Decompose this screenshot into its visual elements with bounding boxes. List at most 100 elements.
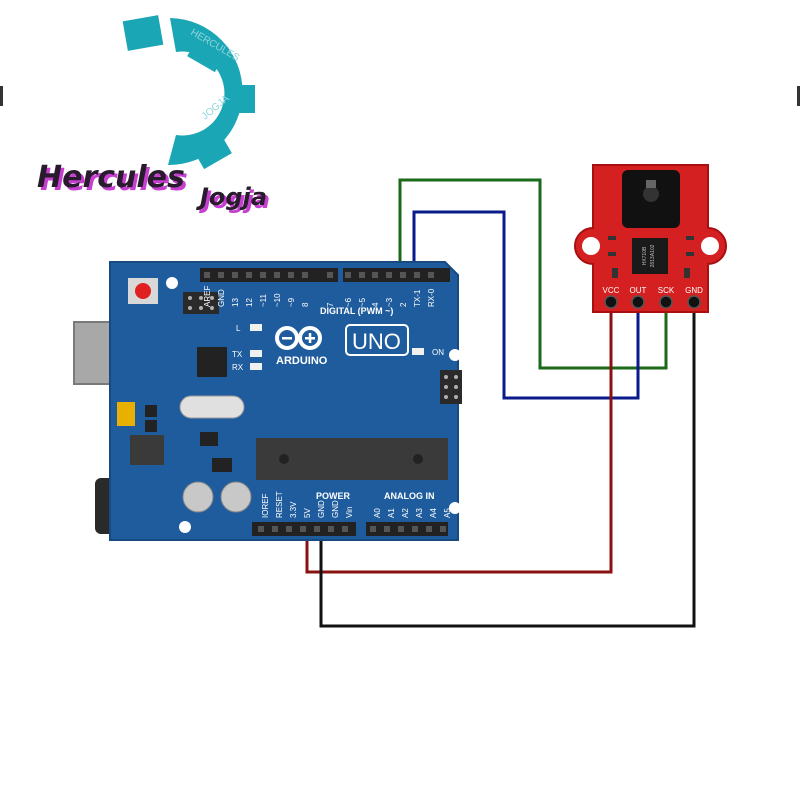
led-rx	[250, 363, 262, 370]
sensor-pin-gnd	[687, 295, 701, 309]
sensor-pin-label-gnd: GND	[685, 286, 703, 295]
top-pin-label: 12	[245, 298, 254, 307]
top-pin-label: ~11	[259, 293, 268, 307]
brand-label: ARDUINO	[276, 355, 328, 367]
pin-hole-analog	[384, 526, 390, 532]
power-pin-label: GND	[317, 500, 326, 518]
usb-chip	[197, 347, 227, 377]
top-pin-label: AREF	[203, 286, 212, 307]
pin-hole-power	[300, 526, 306, 532]
pin-hole-power	[314, 526, 320, 532]
pin-hole-top	[288, 272, 294, 278]
top-pin-label: TX-1	[413, 289, 422, 307]
pin-hole-top	[274, 272, 280, 278]
top-pin-label: RX-0	[427, 288, 436, 307]
pin-hole-power	[342, 526, 348, 532]
sensor-pin-label-out: OUT	[630, 286, 647, 295]
chip-text-2: 2813A102	[650, 244, 656, 267]
sensor-pin-sck	[659, 295, 673, 309]
led-l	[250, 324, 262, 331]
led-on	[412, 348, 424, 355]
arduino-logo-icon	[275, 326, 322, 350]
sensor-pin-out	[631, 295, 645, 309]
gear-icon: HERCULES JOGJA	[122, 15, 255, 170]
pin-hole-analog	[426, 526, 432, 532]
pin-hole-power	[286, 526, 292, 532]
top-pin-label: ~6	[344, 297, 353, 307]
pin-hole-power	[272, 526, 278, 532]
analog-pin-label: A3	[415, 508, 424, 518]
pin-hole-top	[327, 272, 333, 278]
analog-pin-label: A1	[387, 508, 396, 518]
top-pin-label: 2	[399, 302, 408, 307]
led-tx-label: TX	[232, 350, 243, 359]
top-pin-label: ~10	[273, 293, 282, 307]
pin-hole-top	[260, 272, 266, 278]
analog-header	[366, 522, 448, 536]
logo-text-shadow-1: Hercules	[40, 163, 188, 198]
pin-hole-analog	[440, 526, 446, 532]
pin-hole-analog	[370, 526, 376, 532]
logo-text-shadow-2: Jogja	[199, 186, 270, 214]
icsp-header-top	[183, 292, 219, 314]
led-rx-label: RX	[232, 363, 244, 372]
top-pin-label: ~5	[358, 297, 367, 307]
analog-header-label: ANALOG IN	[384, 491, 435, 501]
top-pin-label: 13	[231, 298, 240, 307]
top-pin-label: 8	[301, 302, 310, 307]
pressure-sensor-module: HX710B 2813A102 VCC OUT SCK GND	[574, 164, 727, 313]
logo: HERCULES JOGJA Hercules Hercules Jogja J…	[37, 15, 270, 214]
pin-hole-power	[328, 526, 334, 532]
model-badge	[345, 324, 409, 356]
pin-hole-top	[218, 272, 224, 278]
edge-mark-right	[797, 86, 800, 106]
pin-hole-top	[359, 272, 365, 278]
digital-header-right	[343, 268, 450, 282]
pin-hole-top	[414, 272, 420, 278]
wires	[305, 178, 696, 628]
pin-hole-top	[386, 272, 392, 278]
chip-text-1: HX710B	[642, 246, 648, 265]
power-pin-label: IOREF	[261, 493, 270, 518]
pin-hole-analog	[412, 526, 418, 532]
mount-hole-left	[582, 237, 600, 255]
led-l-label: L	[236, 324, 241, 333]
pin-hole-top	[204, 272, 210, 278]
icsp-header-right	[440, 370, 462, 404]
power-pin-label: GND	[331, 500, 340, 518]
analog-pin-label: A0	[373, 508, 382, 518]
pin-hole-power	[258, 526, 264, 532]
power-pin-label: 3.3V	[289, 501, 298, 518]
power-pin-label: RESET	[275, 491, 284, 518]
fuse	[117, 402, 135, 426]
pin-hole-top	[302, 272, 308, 278]
pin-hole-top	[232, 272, 238, 278]
sensor-pin-label-sck: SCK	[658, 286, 675, 295]
adc-chip	[632, 238, 668, 274]
analog-pin-label: A4	[429, 508, 438, 518]
regulator	[130, 435, 164, 465]
logo-text-1: Hercules	[37, 160, 185, 195]
power-pin-label: Vin	[345, 507, 354, 518]
logo-text-2: Jogja	[196, 183, 267, 211]
analog-pin-label: A5	[443, 508, 452, 518]
mount-hole-right	[701, 237, 719, 255]
pin-hole-top	[400, 272, 406, 278]
pin-hole-top	[372, 272, 378, 278]
pin-hole-top	[428, 272, 434, 278]
edge-mark-left	[0, 86, 3, 106]
analog-pin-label: A2	[401, 508, 410, 518]
capacitor-2	[220, 481, 252, 513]
wire-gnd	[319, 302, 696, 628]
sensor-pin-vcc	[604, 295, 618, 309]
digital-header-left	[200, 268, 338, 282]
wire-out	[412, 210, 640, 400]
led-tx	[250, 350, 262, 357]
led-on-label: ON	[432, 348, 444, 357]
top-pin-label: 4	[371, 302, 380, 307]
power-pin-label: 5V	[303, 508, 312, 518]
sensor-pin-label-vcc: VCC	[603, 286, 620, 295]
top-pin-label: GND	[217, 289, 226, 307]
pin-hole-analog	[398, 526, 404, 532]
